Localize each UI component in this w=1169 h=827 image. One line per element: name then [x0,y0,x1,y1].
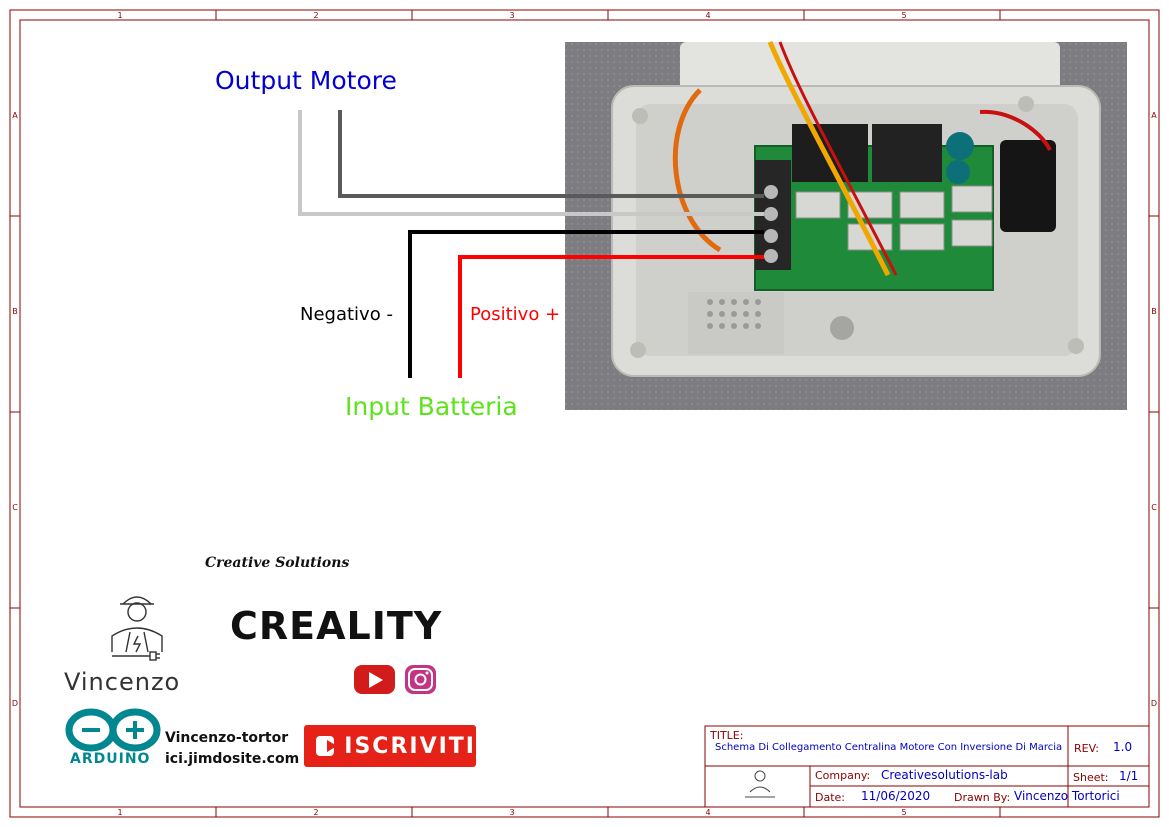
iscriviti-label: ISCRIVITI [344,733,476,759]
row-marker-right-b: B [1151,307,1157,316]
arduino-logo-text: ARDUINO [70,751,151,767]
col-marker-top-3: 3 [509,11,514,20]
arduino-logo-icon [65,708,161,752]
col-marker-top-1: 1 [117,11,122,20]
negativo-label: Negativo - [300,304,393,325]
creative-solutions-text: Creative Solutions [205,555,350,571]
company-label: Company: [815,769,871,782]
website-line-2: ici.jimdosite.com [165,751,300,767]
mechanic-icon [111,596,163,661]
rev-label: REV: [1074,742,1099,755]
sheet-label: Sheet: [1073,771,1109,784]
col-marker-bottom-1: 1 [117,808,122,817]
col-marker-bottom-4: 4 [705,808,710,817]
motor-wire-light [298,110,764,216]
sheet-value: 1/1 [1119,769,1139,783]
vincenzo-logo-text: Vincenzo [64,668,181,696]
negative-wire [408,230,764,378]
instagram-icon [405,665,436,694]
row-marker-left-c: C [12,503,18,512]
col-marker-top-4: 4 [705,11,710,20]
row-marker-right-a: A [1151,111,1157,120]
title-value: Schema Di Collegamento Centralina Motore… [715,742,1063,753]
date-label: Date: [815,791,845,804]
youtube-play-icon [316,736,337,756]
col-marker-bottom-5: 5 [901,808,906,817]
date-value: 11/06/2020 [861,789,931,803]
rev-value: 1.0 [1113,740,1133,754]
inner-border [19,19,1150,808]
motor-wire-dark [338,110,764,198]
row-marker-right-c: C [1151,503,1157,512]
row-marker-right-d: D [1151,699,1157,708]
row-marker-left-d: D [12,699,18,708]
positive-wire [458,255,764,378]
drawn-by-value: Vincenzo Tortorici [1014,789,1120,803]
controller-photo [565,41,1127,410]
title-label: TITLE: [710,729,744,742]
youtube-small-icon [354,665,395,694]
drawn-by-label: Drawn By: [954,791,1011,804]
input-batteria-label: Input Batteria [345,392,518,421]
row-marker-left-a: A [12,111,18,120]
website-line-1: Vincenzo-tortor [165,730,289,746]
output-motore-label: Output Motore [215,66,397,95]
title-block-logo [745,770,775,798]
title-block [704,725,1150,808]
col-marker-bottom-3: 3 [509,808,514,817]
col-marker-top-5: 5 [901,11,906,20]
col-marker-top-2: 2 [313,11,318,20]
outer-border [9,9,1160,818]
col-marker-bottom-2: 2 [313,808,318,817]
company-value: Creativesolutions-lab [881,768,1008,782]
creality-logo: CREALITY [230,604,443,648]
iscriviti-button[interactable]: ISCRIVITI [304,725,476,767]
row-marker-left-b: B [12,307,18,316]
positivo-label: Positivo + [470,304,561,325]
